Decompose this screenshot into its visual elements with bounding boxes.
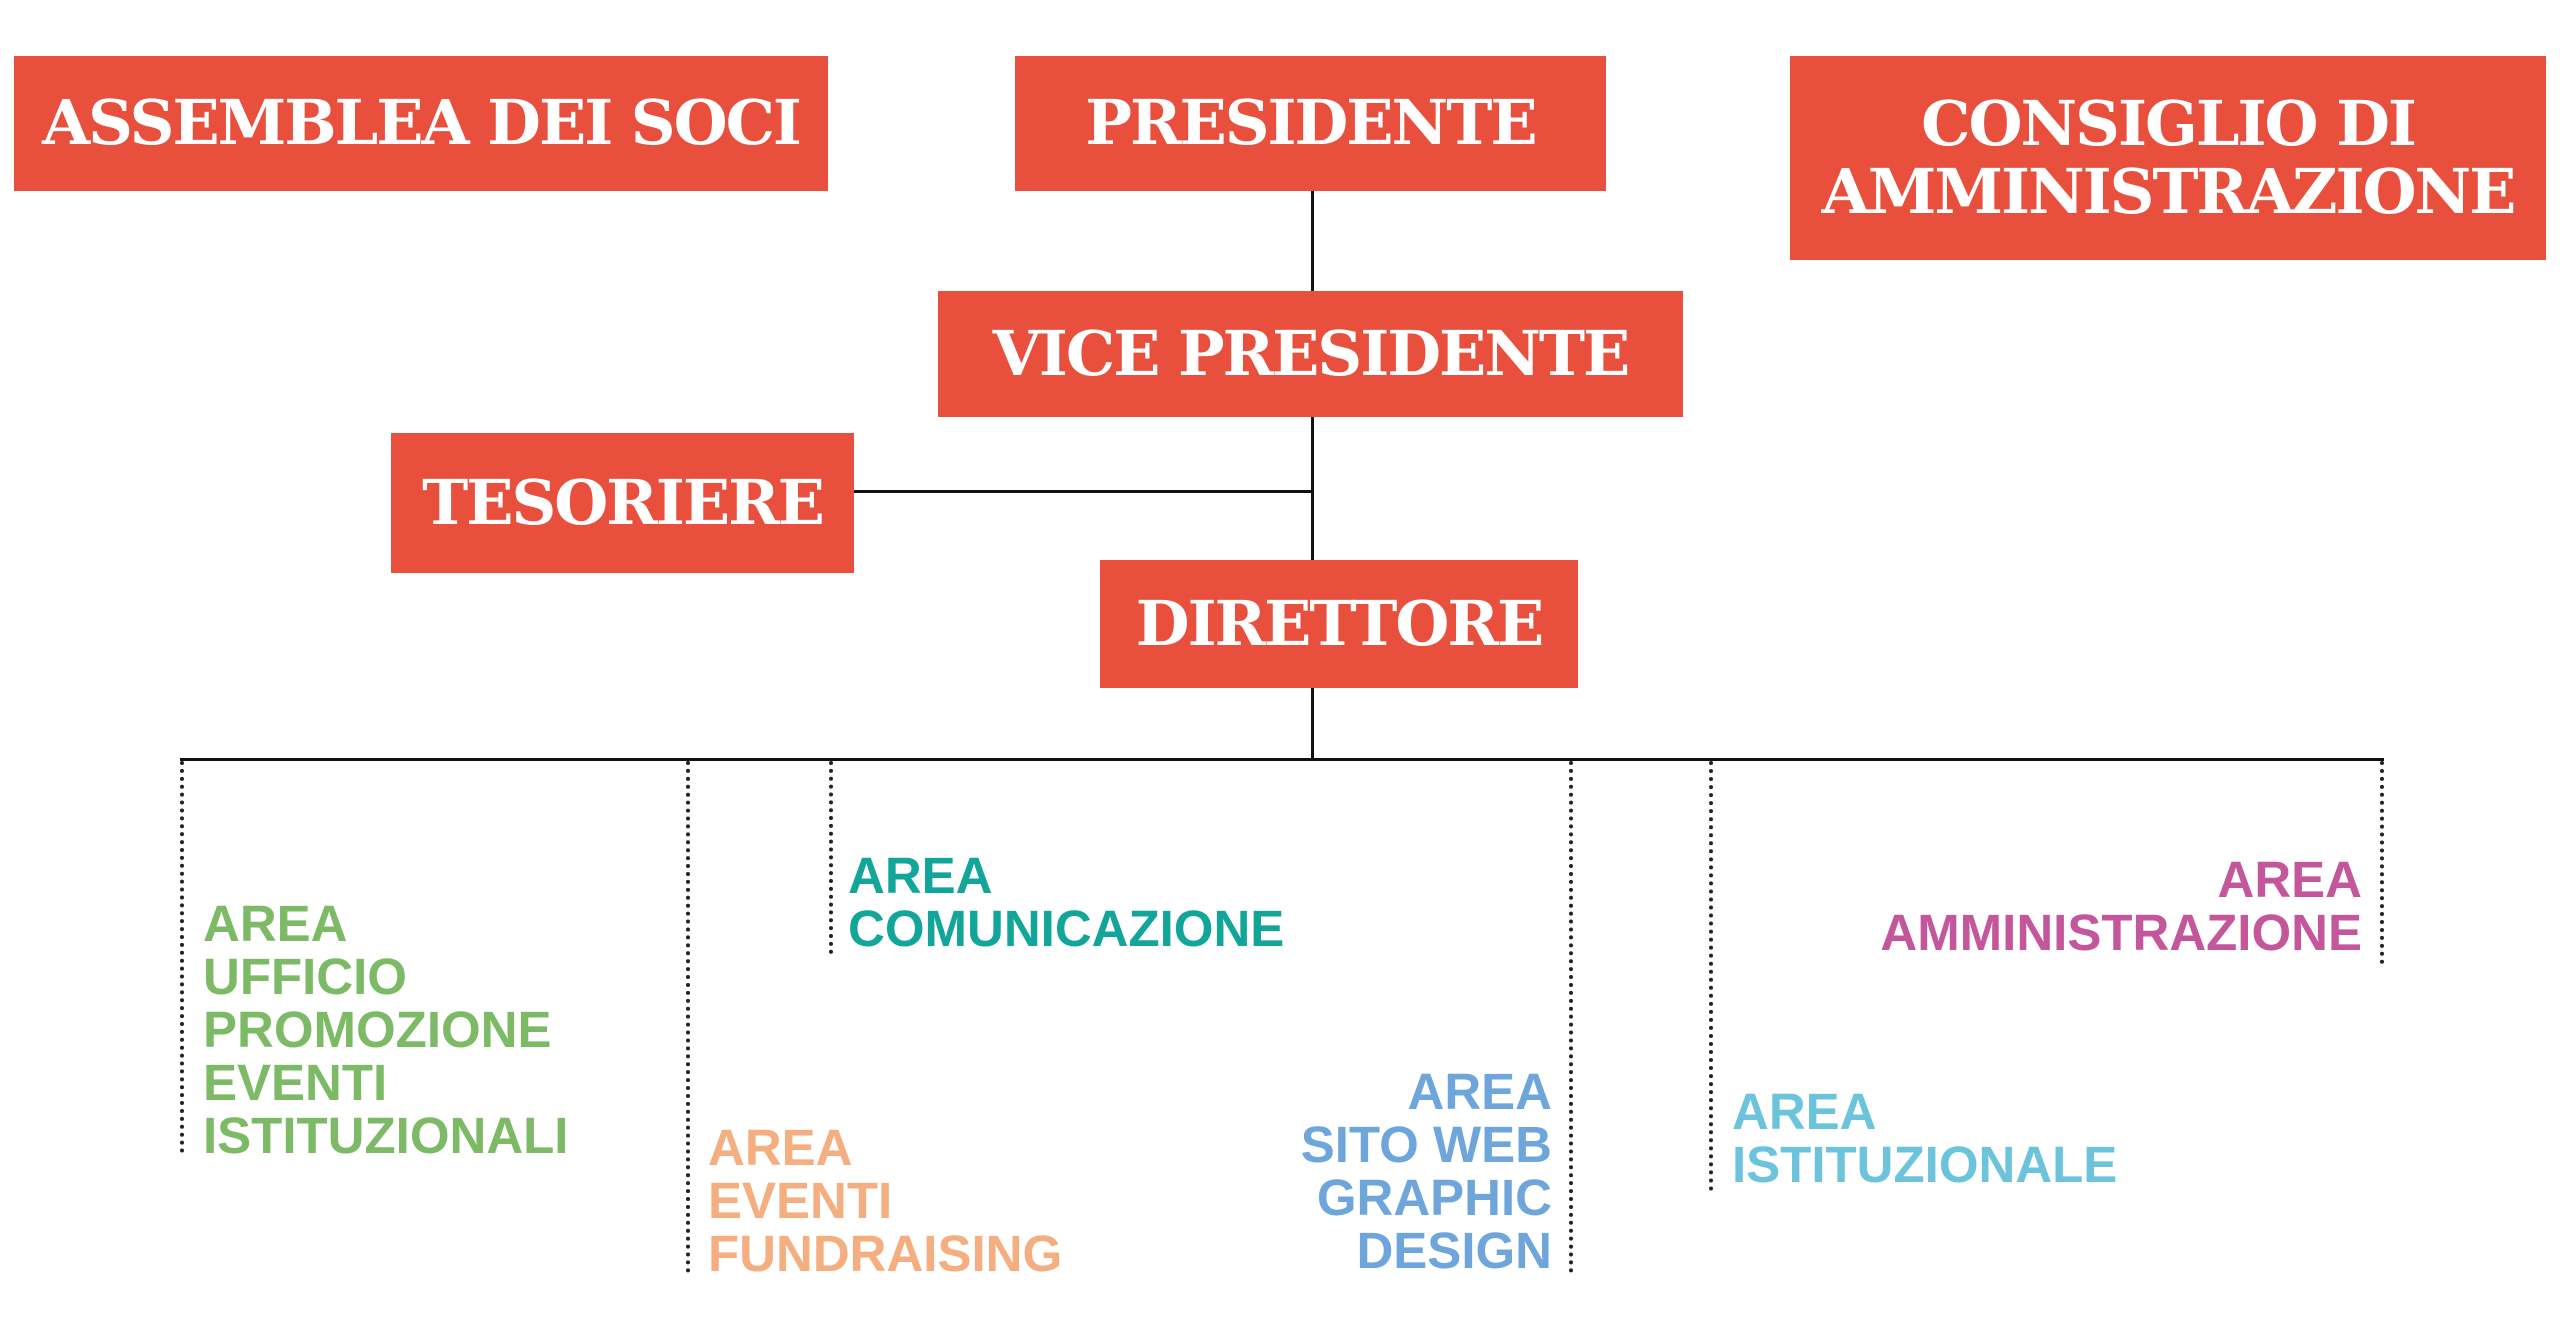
area-sito-web-graphic-design: AREA SITO WEB GRAPHIC DESIGN [1301,1065,1552,1277]
box-assemblea-dei-soci: ASSEMBLEA DEI SOCI [14,56,828,191]
area-ufficio-line-3: PROMOZIONE [203,1001,552,1058]
dotted-drop-amministrazione [2380,761,2384,964]
area-eventi-line-2: EVENTI [708,1172,893,1229]
box-direttore: DIRETTORE [1100,560,1578,688]
area-ufficio-line-5: ISTITUZIONALI [203,1107,569,1164]
connector-direttore-bus [1311,688,1314,760]
area-istituzionale: AREA ISTITUZIONALE [1732,1085,2117,1191]
area-amministrazione: AREA AMMINISTRAZIONE [1880,853,2362,959]
area-sito-line-3: GRAPHIC [1316,1169,1552,1226]
box-direttore-label: DIRETTORE [1135,586,1544,660]
area-amministrazione-line-2: AMMINISTRAZIONE [1880,904,2362,961]
box-presidente: PRESIDENTE [1015,56,1606,191]
box-presidente-label: PRESIDENTE [1085,86,1537,160]
box-tesoriere-label: TESORIERE [422,465,825,539]
box-consiglio-label-line-1: CONSIGLIO DI [1921,86,2417,160]
area-eventi-fundraising: AREA EVENTI FUNDRAISING [708,1121,1062,1280]
box-vice-presidente-label: VICE PRESIDENTE [992,316,1631,390]
area-eventi-line-1: AREA [708,1119,853,1176]
box-tesoriere: TESORIERE [391,433,854,573]
box-vice-presidente: VICE PRESIDENTE [938,291,1683,417]
dotted-drop-istituzionale [1709,761,1713,1191]
dotted-drop-ufficio [180,761,184,1153]
area-comunicazione-line-1: AREA [848,847,993,904]
box-consiglio-di-amministrazione: CONSIGLIO DI AMMINISTRAZIONE [1790,56,2546,260]
box-consiglio-label-line-2: AMMINISTRAZIONE [1821,155,2517,228]
area-ufficio-line-2: UFFICIO [203,948,407,1005]
area-ufficio-promozione-eventi: AREA UFFICIO PROMOZIONE EVENTI ISTITUZIO… [203,897,568,1162]
connector-vice-direttore [1311,417,1314,560]
area-ufficio-line-4: EVENTI [203,1054,388,1111]
area-sito-line-1: AREA [1407,1063,1552,1120]
area-comunicazione-line-2: COMUNICAZIONE [848,900,1285,957]
dotted-drop-sito [1569,761,1573,1273]
area-sito-line-4: DESIGN [1356,1222,1552,1279]
area-ufficio-line-1: AREA [203,895,348,952]
connector-tesoriere [854,490,1314,493]
area-eventi-line-3: FUNDRAISING [708,1225,1063,1282]
area-istituzionale-line-2: ISTITUZIONALE [1732,1136,2118,1193]
area-amministrazione-line-1: AREA [2217,851,2362,908]
area-comunicazione: AREA COMUNICAZIONE [848,849,1284,955]
area-bus-line [180,758,2384,761]
box-assemblea-label: ASSEMBLEA DEI SOCI [42,86,802,160]
area-istituzionale-line-1: AREA [1732,1083,1877,1140]
connector-presidente-vice [1311,191,1314,291]
dotted-drop-comunicazione [829,761,833,954]
area-sito-line-2: SITO WEB [1300,1116,1552,1173]
dotted-drop-eventi [686,761,690,1273]
